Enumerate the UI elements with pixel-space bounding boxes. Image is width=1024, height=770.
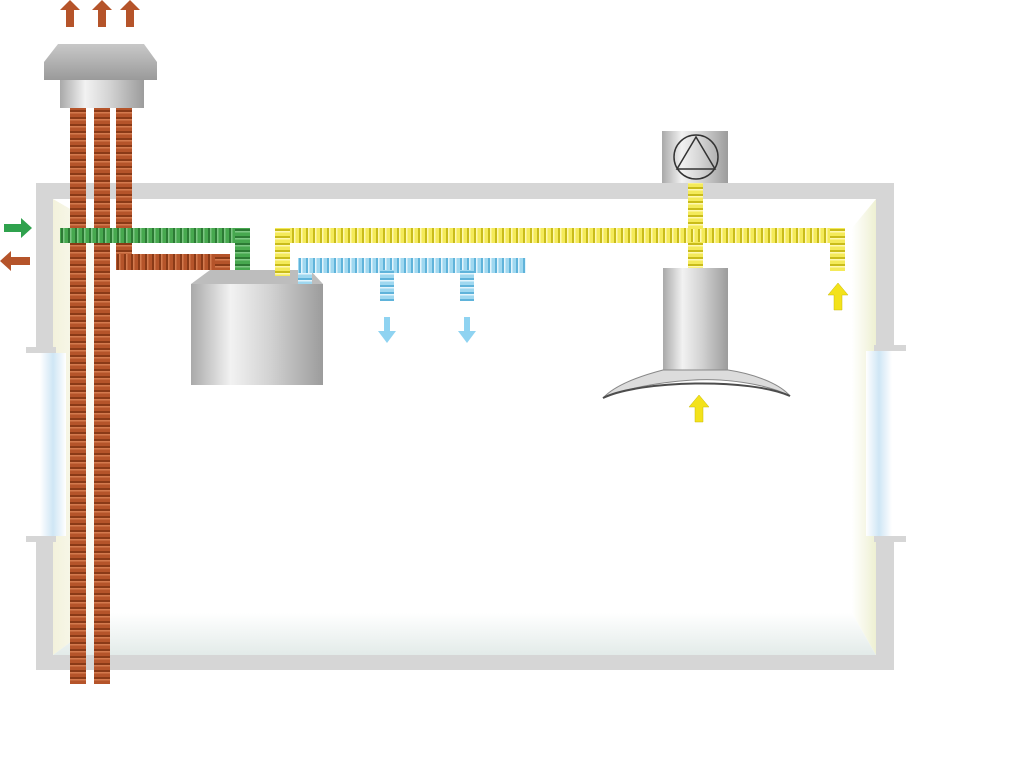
supply-outlet-2: [460, 270, 474, 301]
exhaust-duct-3-horizontal: [116, 254, 230, 270]
arrow-up-icon: [60, 0, 80, 27]
extract-duct-fan-riser: [688, 183, 703, 229]
extract-duct-horizontal: [275, 228, 845, 243]
wall-right-lower: [876, 538, 894, 670]
roof-slab: [36, 183, 894, 199]
arrow-up-icon: [120, 0, 140, 27]
extract-duct: [275, 183, 845, 276]
supply-air: [378, 317, 476, 343]
outdoor-air-intake: [4, 218, 32, 238]
supply-duct-horizontal: [298, 258, 526, 273]
roof-cap-icon: [44, 44, 157, 108]
window-right-sill-top: [874, 345, 906, 351]
arrow-down-icon: [458, 317, 476, 343]
arrow-down-icon: [378, 317, 396, 343]
intake-duct-horizontal: [60, 228, 250, 243]
window-left-sill-top: [26, 347, 56, 353]
wall-left-upper: [36, 183, 53, 351]
supply-duct: [298, 258, 526, 301]
extract-duct-left-drop: [275, 228, 290, 276]
wall-right-inner: [852, 199, 876, 655]
arrow-left-icon: [0, 251, 30, 271]
window-right-sill-bottom: [874, 536, 906, 542]
exhaust-duct-1: [70, 108, 86, 684]
arrow-right-icon: [4, 218, 32, 238]
window-left-glass: [40, 353, 66, 536]
floor: [53, 613, 876, 655]
extract-duct-right-drop: [830, 228, 845, 271]
arrow-up-icon: [827, 282, 849, 311]
exhaust-duct-2: [94, 108, 110, 684]
exhaust-air-out: [0, 0, 140, 271]
floor-slab: [36, 655, 894, 670]
window-left-sill-bottom: [26, 536, 56, 542]
arrow-up-icon: [688, 394, 710, 423]
fan-icon: [662, 131, 728, 183]
supply-outlet-1: [380, 270, 394, 301]
building-section: [26, 183, 906, 670]
extract-duct-hood-drop: [688, 242, 703, 272]
cooker-hood-icon: [602, 268, 791, 399]
window-right-glass: [866, 351, 892, 536]
heat-recovery-unit-icon: [191, 270, 323, 385]
extract-air: [688, 282, 849, 423]
wall-left-lower: [36, 538, 53, 670]
wall-right-upper: [876, 183, 894, 351]
arrow-up-icon: [92, 0, 112, 27]
exhaust-ducts: [70, 108, 230, 684]
exhaust-duct-3: [116, 108, 132, 260]
